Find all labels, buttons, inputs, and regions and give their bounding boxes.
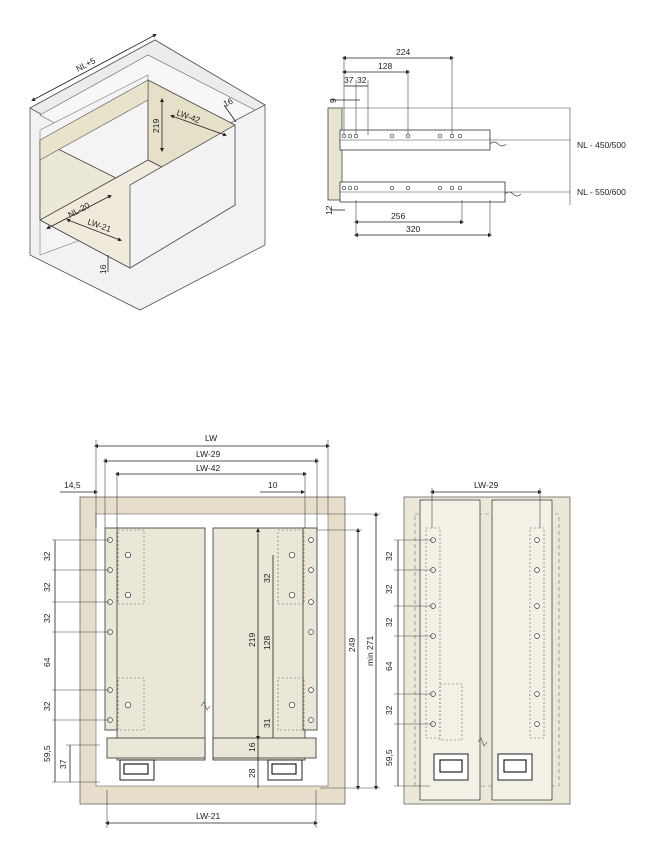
left-dim-3: 32 [42, 613, 52, 623]
back-dim-1: 32 [384, 551, 394, 561]
side-view: 224 128 37 32 9 12 256 320 NL - 450/500 … [324, 47, 626, 237]
front-view: LW LW-29 LW-42 14,5 10 32 32 32 64 32 59… [42, 433, 380, 828]
lw29-label: LW-29 [196, 449, 221, 459]
d10-label: 10 [268, 480, 278, 490]
d249-label: 249 [347, 638, 357, 652]
d31-label: 31 [262, 718, 272, 728]
d16-label: 16 [247, 742, 257, 752]
back-dim-5: 32 [384, 705, 394, 715]
back-dim-3: 32 [384, 617, 394, 627]
h219-label: 219 [151, 119, 161, 133]
nl-plus-label: NL+5 [74, 55, 97, 74]
left-dim-4: 64 [42, 657, 52, 667]
side-holes [341, 133, 463, 191]
left-dim-1: 32 [42, 551, 52, 561]
back-lw29-label: LW-29 [474, 480, 499, 490]
back-dim-4: 64 [384, 661, 394, 671]
back-view: LW-29 32 32 32 64 32 59,5 [384, 480, 571, 805]
left-dim-2: 32 [42, 582, 52, 592]
d128-label: 128 [378, 61, 392, 71]
back-d59-5-label: 59,5 [384, 749, 394, 766]
d28-label: 28 [247, 768, 257, 778]
back-dim-2: 32 [384, 584, 394, 594]
d219-label: 219 [247, 633, 257, 647]
d12-label: 12 [324, 205, 334, 215]
d16a-label: 16 [98, 264, 108, 274]
d37-label: 37 [344, 75, 354, 85]
d32-inner-label: 32 [262, 573, 272, 583]
d32-label: 32 [357, 75, 367, 85]
cabinet-isometric-view: NL+5 LW-42 219 NL-20 LW-21 16 16 [29, 34, 266, 311]
d320-label: 320 [406, 224, 420, 234]
d9-label: 9 [328, 98, 338, 103]
front-left-holes [107, 537, 132, 723]
lw-label: LW [205, 433, 217, 443]
nl-bottom-label: NL - 550/600 [577, 187, 626, 197]
min271-label: min 271 [365, 635, 375, 666]
d128-front-label: 128 [262, 636, 272, 650]
d16b-label: 16 [222, 96, 235, 109]
front-right-holes [288, 537, 314, 723]
nl-top-label: NL - 450/500 [577, 140, 626, 150]
d256-label: 256 [391, 211, 405, 221]
d224-label: 224 [396, 47, 410, 57]
lw42-front-label: LW-42 [196, 463, 221, 473]
d14-5-label: 14,5 [64, 480, 81, 490]
left-dim-5: 32 [42, 701, 52, 711]
d37-front-label: 37 [58, 759, 68, 769]
lw21-front-label: LW-21 [196, 811, 221, 821]
d59-5-label: 59,5 [42, 745, 52, 762]
